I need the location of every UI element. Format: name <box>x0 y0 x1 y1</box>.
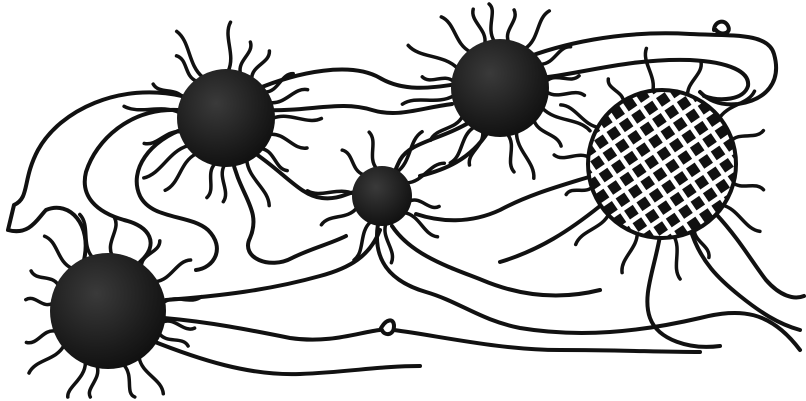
dangling-chain <box>26 331 55 343</box>
dangling-chain <box>89 366 97 397</box>
dangling-chain <box>516 132 533 178</box>
particle-center <box>352 166 412 226</box>
chain-bridge-14 <box>392 226 600 295</box>
dangling-chain <box>507 10 515 42</box>
dangling-chain <box>608 79 623 103</box>
dangling-chain <box>673 235 680 279</box>
dangling-chain <box>228 22 231 71</box>
chain-bridge-5 <box>232 158 346 263</box>
dangling-chain <box>252 51 270 79</box>
chain-bridge-2 <box>85 110 178 262</box>
particle-top-left <box>177 69 275 167</box>
dangling-chain <box>222 165 225 202</box>
chain-bridge-7 <box>262 104 452 113</box>
dangling-chain <box>469 132 483 165</box>
dangling-chain <box>534 120 561 146</box>
dangling-chain <box>342 150 364 175</box>
dangling-chain <box>622 232 637 273</box>
chain-bridge-18 <box>166 230 380 300</box>
dangling-chain <box>369 132 376 168</box>
dangling-chain <box>270 134 307 148</box>
dangling-chain <box>730 131 763 142</box>
dangling-chain <box>473 9 485 43</box>
particle-bottom-left <box>50 253 166 369</box>
dangling-chain <box>273 116 321 120</box>
dangling-chain <box>385 224 393 263</box>
dangling-chain <box>525 11 549 49</box>
dangling-chain <box>124 365 135 397</box>
dangling-chain <box>31 271 58 285</box>
dangling-chain <box>489 4 494 41</box>
dangling-chain <box>321 208 356 225</box>
chain-bridge-17 <box>150 340 420 374</box>
chain-bridge-15 <box>164 318 394 340</box>
dangling-chain <box>144 132 181 144</box>
dangling-chain <box>645 48 653 92</box>
dangling-chain <box>547 92 585 95</box>
dangling-chain <box>45 236 72 268</box>
particle-top-right <box>451 39 549 137</box>
chain-bridge-22 <box>416 176 592 220</box>
dangling-chain <box>240 42 251 73</box>
dangling-chain <box>397 132 422 173</box>
dangling-chain <box>408 45 457 68</box>
dangling-chain <box>554 155 590 158</box>
dangling-chain <box>547 76 580 81</box>
dangling-chain <box>407 163 445 183</box>
dangling-chain <box>29 346 64 373</box>
dangling-chain <box>732 182 764 190</box>
dangling-chain <box>68 362 86 397</box>
dangling-chain <box>110 218 116 255</box>
dangling-chain <box>26 298 53 304</box>
dangling-chain <box>576 213 610 244</box>
dangling-chain <box>156 260 191 282</box>
dangling-chain <box>508 134 514 172</box>
chain-bridge-10 <box>714 22 729 34</box>
dangling-chain <box>410 200 440 207</box>
dangling-chain <box>270 89 307 102</box>
chain-bridge-1 <box>8 92 182 260</box>
dangling-chain <box>177 31 203 77</box>
dangling-chain <box>247 160 269 205</box>
dangling-chain <box>441 17 470 52</box>
dangling-chain <box>207 164 215 198</box>
chain-bridge-13 <box>377 224 800 350</box>
dangling-chain <box>139 358 163 394</box>
dangling-chain <box>566 186 593 195</box>
dangling-chain <box>422 77 453 81</box>
